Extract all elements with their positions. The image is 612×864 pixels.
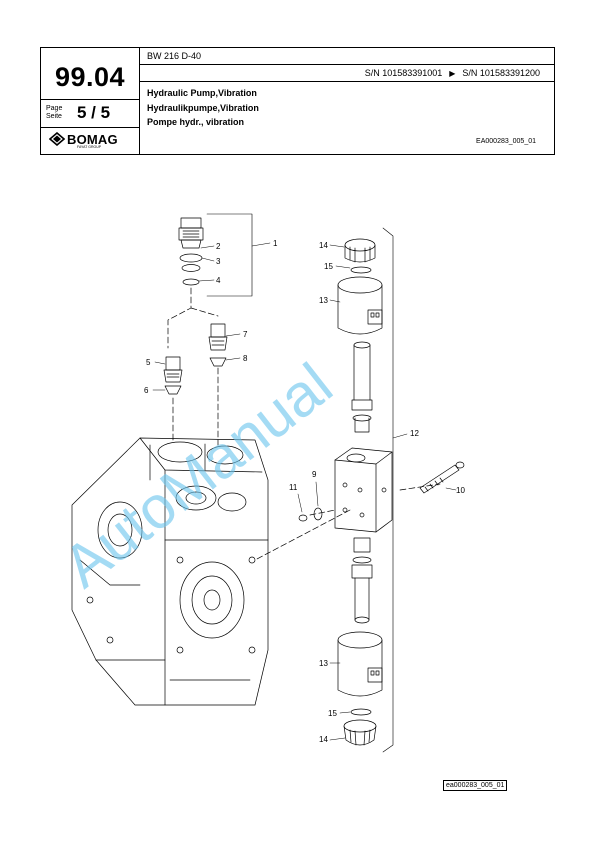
callout-6: 6	[144, 386, 149, 395]
solenoid-nut-top	[344, 238, 376, 274]
armature-tube-top	[351, 341, 373, 433]
triangle-right-icon: ▶	[449, 69, 456, 78]
brand-sub: FAYAT GROUP	[77, 145, 102, 149]
callout-13-bottom: 13	[319, 659, 328, 668]
title-en: Hydraulic Pump,Vibration	[147, 88, 257, 98]
page-label: Page Seite	[46, 105, 62, 121]
bomag-logo-icon	[49, 132, 65, 146]
callout-1: 1	[273, 239, 278, 248]
washer-11	[298, 514, 308, 522]
model-name: BW 216 D-40	[147, 51, 202, 61]
callout-9: 9	[312, 470, 317, 479]
watermark-text: AutoManual	[51, 350, 345, 600]
solenoid-coil-bottom	[337, 631, 383, 697]
drawing-reference: EA000283_005_01	[476, 138, 536, 145]
callout-10: 10	[456, 486, 465, 495]
valve-block	[334, 447, 393, 533]
callout-15-bottom: 15	[328, 709, 337, 718]
title-de: Hydraulikpumpe,Vibration	[147, 102, 259, 113]
valve-5	[163, 356, 183, 395]
serial-range: S/N 101583391001 ▶ S/N 101583391200	[365, 68, 540, 78]
callout-11: 11	[289, 483, 298, 492]
assembly-lines	[167, 287, 441, 561]
title-fr: Pompe hydr., vibration	[147, 117, 245, 127]
brand-name: BOMAG	[67, 132, 118, 147]
page-number: 5 / 5	[77, 103, 111, 122]
o-ring-9	[313, 507, 323, 521]
callout-4: 4	[216, 276, 221, 285]
page-label-en: Page	[46, 105, 63, 112]
header-divider	[139, 81, 554, 82]
serial-to: S/N 101583391200	[462, 68, 540, 78]
callout-8: 8	[243, 354, 248, 363]
pump-housing	[71, 437, 269, 706]
callout-3: 3	[216, 257, 221, 266]
title-block: Hydraulic Pump,Vibration Hydraulikpumpe,…	[147, 86, 259, 130]
callout-14-top: 14	[319, 241, 328, 250]
callout-12: 12	[410, 429, 419, 438]
model-row: BW 216 D-40	[139, 48, 554, 65]
valve-7	[208, 323, 228, 367]
armature-tube-bottom	[351, 537, 373, 624]
group-bracket	[382, 227, 394, 753]
callout-7: 7	[243, 330, 248, 339]
page-row: Page Seite 5 / 5	[41, 99, 139, 128]
callout-5: 5	[146, 358, 151, 367]
solenoid-nut-bottom	[343, 719, 377, 746]
header-left-block: 99.04 Page Seite 5 / 5 BOMAG FAYAT GROUP	[41, 48, 140, 154]
callout-labels: 1 2 3 4 5 6 7 8 9 10 11 12 13 13 14 14 1…	[144, 239, 465, 744]
callout-15-top: 15	[324, 262, 333, 271]
callout-13-top: 13	[319, 296, 328, 305]
cartridge-assembly	[178, 213, 253, 297]
parts-header: 99.04 Page Seite 5 / 5 BOMAG FAYAT GROUP…	[40, 47, 555, 155]
screw	[419, 461, 465, 494]
serial-from: S/N 101583391001	[364, 68, 443, 78]
o-ring-15-bottom	[350, 708, 372, 716]
page-label-de: Seite	[46, 113, 62, 120]
leader-lines	[152, 242, 457, 741]
section-number: 99.04	[54, 62, 126, 92]
callout-2: 2	[216, 242, 221, 251]
footer-drawing-reference: ea000283_005_01	[443, 780, 508, 791]
solenoid-coil-top	[337, 276, 383, 335]
callout-14-bottom: 14	[319, 735, 328, 744]
